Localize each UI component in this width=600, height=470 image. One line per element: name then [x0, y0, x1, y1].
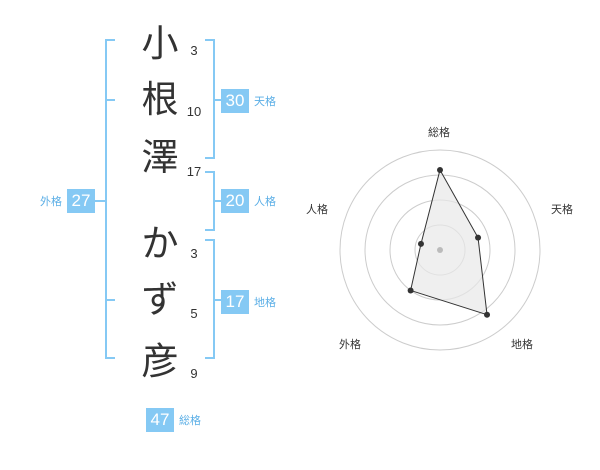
- radar-center-dot: [437, 247, 443, 253]
- name-char-2: 根: [141, 78, 179, 121]
- stroke-count-5: 5: [190, 306, 198, 321]
- gaikaku-label: 外格: [40, 195, 62, 208]
- soukaku-value: 47: [146, 408, 174, 432]
- tenkaku-badge: 30 天格: [221, 89, 276, 113]
- radar-axis-label-jinkaku: 人格: [306, 203, 328, 216]
- name-char-3: 澤: [141, 136, 179, 179]
- jinkaku-label: 人格: [254, 195, 276, 208]
- radar-axis-label-chikaku: 地格: [511, 338, 533, 351]
- radar-axis-label-soukaku: 総格: [428, 126, 450, 139]
- radar-point-2: [475, 234, 482, 241]
- stroke-count-1: 3: [190, 43, 198, 58]
- radar-points: [407, 167, 491, 318]
- chikaku-badge: 17 地格: [221, 290, 276, 314]
- stroke-count-4: 3: [190, 246, 198, 261]
- radar-point-1: [437, 167, 443, 173]
- radar-axis-label-tenkaku: 天格: [551, 203, 573, 216]
- stroke-count-2: 10: [186, 104, 202, 119]
- soukaku-label: 総格: [179, 414, 201, 427]
- radar-grid-ring: [339, 149, 541, 351]
- soukaku-badge: 47 総格: [146, 408, 201, 432]
- gaikaku-bracket: [105, 39, 115, 359]
- chikaku-label: 地格: [254, 296, 276, 309]
- gaikaku-value: 27: [67, 189, 95, 213]
- jinkaku-badge: 20 人格: [221, 189, 276, 213]
- gaikaku-badge: 外格 27: [40, 189, 95, 213]
- name-char-4: か: [141, 222, 179, 265]
- jinkaku-bracket: [205, 171, 215, 231]
- stroke-count-6: 9: [190, 366, 198, 381]
- tenkaku-value: 30: [221, 89, 249, 113]
- chikaku-value: 17: [221, 290, 249, 314]
- chikaku-bracket: [205, 239, 215, 359]
- radar-chart: [339, 149, 541, 351]
- radar-point-4: [407, 287, 414, 294]
- name-char-1: 小: [141, 22, 179, 65]
- name-char-6: 彦: [141, 340, 179, 383]
- radar-axis-label-gaikaku: 外格: [339, 338, 361, 351]
- tenkaku-bracket: [205, 39, 215, 159]
- radar-point-5: [417, 240, 424, 247]
- jinkaku-value: 20: [221, 189, 249, 213]
- name-char-5: ず: [141, 278, 179, 321]
- tenkaku-label: 天格: [254, 95, 276, 108]
- stroke-count-3: 17: [186, 164, 202, 179]
- radar-point-3: [484, 311, 491, 318]
- radar-polygon: [410, 168, 488, 316]
